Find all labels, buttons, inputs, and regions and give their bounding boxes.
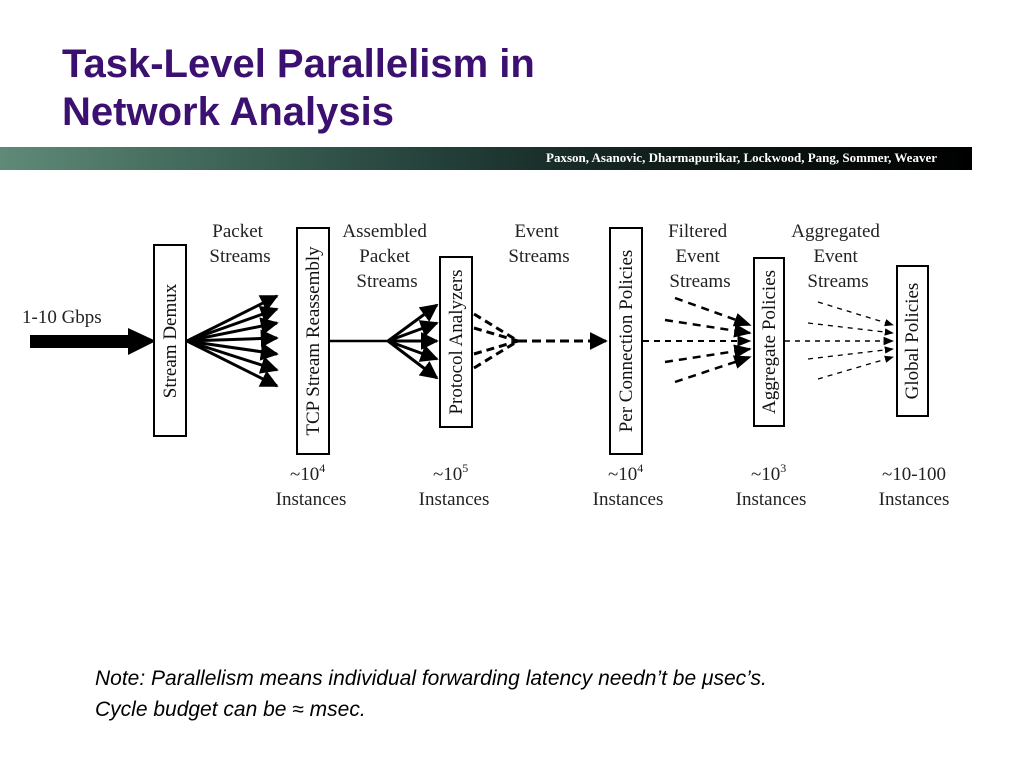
- parallelism-diagram: 1-10 Gbps Stream Demux TCP Stream Reasse…: [22, 221, 950, 510]
- box-aggregate-policies-label: Aggregate Policies: [759, 270, 780, 414]
- instances-protocol: ~105 Instances: [419, 461, 490, 510]
- label-assembled-packet-streams: Assembled Packet Streams: [342, 221, 431, 292]
- box-tcp-stream-reassembly-label: TCP Stream Reassembly: [303, 246, 324, 436]
- input-rate-label: 1-10 Gbps: [22, 307, 102, 328]
- slide-note: Note: Parallelism means individual forwa…: [95, 663, 767, 725]
- instances-global: ~10-100 Instances: [879, 464, 950, 510]
- svg-text:Instances: Instances: [593, 489, 664, 510]
- title-line-1: Task-Level Parallelism in: [62, 42, 535, 86]
- slide-title: Task-Level Parallelism in Network Analys…: [62, 40, 535, 136]
- box-protocol-analyzers: Protocol Analyzers: [439, 256, 473, 428]
- label-event-streams: Event Streams: [508, 221, 569, 267]
- event-stream-merge: [473, 312, 519, 370]
- box-global-policies-label: Global Policies: [902, 283, 923, 400]
- author-banner: Paxson, Asanovic, Dharmapurikar, Lockwoo…: [0, 147, 972, 170]
- box-global-policies: Global Policies: [896, 265, 929, 417]
- svg-text:Instances: Instances: [276, 489, 347, 510]
- svg-text:~105: ~105: [433, 461, 468, 485]
- svg-text:Instances: Instances: [879, 489, 950, 510]
- input-arrow: [30, 328, 156, 355]
- box-protocol-analyzers-label: Protocol Analyzers: [446, 269, 467, 414]
- box-per-connection-policies-label: Per Connection Policies: [616, 250, 637, 433]
- assembled-stream-fan: [387, 303, 439, 380]
- instances-aggregate: ~103 Instances: [736, 461, 807, 510]
- svg-text:Instances: Instances: [419, 489, 490, 510]
- label-aggregated-event-streams: Aggregated Event Streams: [791, 221, 884, 292]
- box-tcp-stream-reassembly: TCP Stream Reassembly: [296, 227, 330, 455]
- instances-per-connection: ~104 Instances: [593, 461, 664, 510]
- svg-text:~104: ~104: [608, 461, 643, 485]
- box-per-connection-policies: Per Connection Policies: [609, 227, 643, 455]
- aggregated-stream-converge: [807, 301, 894, 380]
- svg-text:Instances: Instances: [736, 489, 807, 510]
- title-line-2: Network Analysis: [62, 90, 394, 134]
- author-list: Paxson, Asanovic, Dharmapurikar, Lockwoo…: [546, 150, 937, 165]
- note-line-1: Note: Parallelism means individual forwa…: [95, 667, 767, 690]
- label-packet-streams: Packet Streams: [209, 221, 270, 267]
- box-stream-demux-label: Stream Demux: [160, 283, 181, 398]
- label-filtered-event-streams: Filtered Event Streams: [668, 221, 732, 292]
- packet-stream-fan: [186, 294, 279, 388]
- instances-tcp: ~104 Instances: [276, 461, 347, 510]
- svg-text:~104: ~104: [290, 461, 325, 485]
- note-line-2: Cycle budget can be ≈ msec.: [95, 698, 366, 721]
- box-stream-demux: Stream Demux: [153, 244, 187, 437]
- filtered-stream-converge: [664, 296, 752, 384]
- svg-text:~103: ~103: [751, 461, 786, 485]
- box-aggregate-policies: Aggregate Policies: [753, 257, 785, 427]
- svg-text:~10-100: ~10-100: [882, 464, 946, 485]
